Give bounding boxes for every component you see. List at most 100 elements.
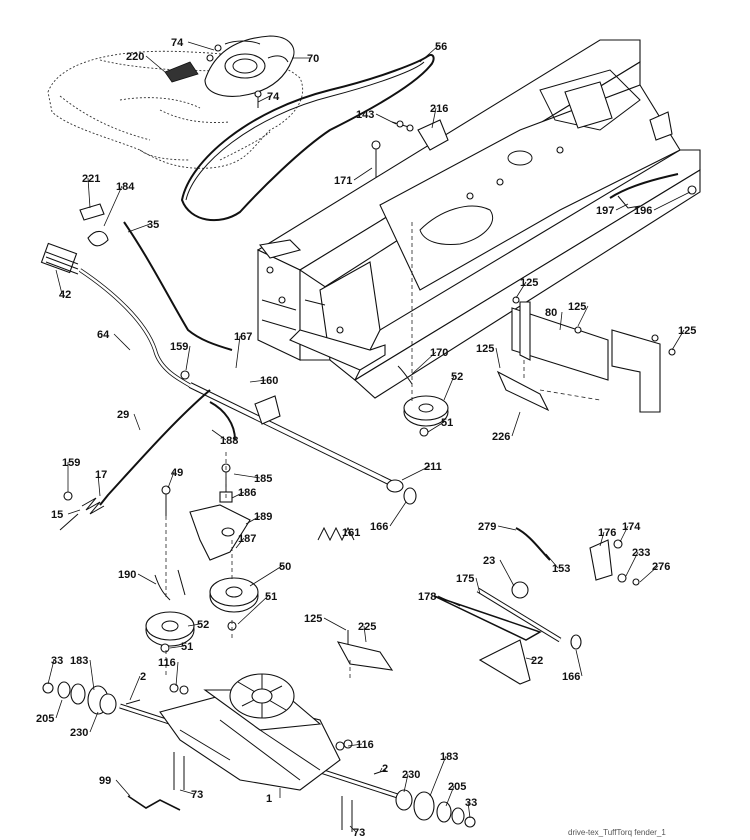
callout-leader-23 bbox=[499, 559, 515, 587]
callout-70: 70 bbox=[307, 53, 319, 65]
callout-276: 276 bbox=[652, 561, 670, 573]
callout-leader-184 bbox=[103, 185, 123, 227]
callout-leader-125 bbox=[515, 281, 527, 299]
callout-leader-33 bbox=[467, 801, 471, 819]
callout-153: 153 bbox=[552, 563, 570, 575]
callout-leader-125 bbox=[323, 617, 347, 631]
callout-leader-221 bbox=[87, 177, 91, 209]
callout-125: 125 bbox=[476, 343, 494, 355]
callout-225: 225 bbox=[358, 621, 376, 633]
tractor-frame bbox=[256, 39, 701, 399]
callout-leader-116 bbox=[175, 661, 179, 687]
callout-56: 56 bbox=[435, 41, 447, 53]
callout-leader-73 bbox=[179, 789, 195, 795]
washer-stack-left bbox=[42, 681, 141, 715]
callout-leader-185 bbox=[233, 473, 261, 479]
callout-leader-225 bbox=[363, 625, 367, 643]
callout-174: 174 bbox=[622, 521, 641, 533]
callout-leader-187 bbox=[235, 537, 245, 549]
callout-leader-125 bbox=[577, 305, 589, 327]
callout-51: 51 bbox=[181, 641, 193, 653]
callout-leader-64 bbox=[113, 333, 131, 351]
alignment-lines bbox=[165, 222, 601, 680]
callout-125: 125 bbox=[678, 325, 696, 337]
callout-leader-42 bbox=[55, 269, 63, 295]
callout-33: 33 bbox=[51, 655, 63, 667]
washer-stack-right bbox=[373, 769, 476, 828]
callout-leader-161 bbox=[347, 531, 351, 537]
callout-leader-159 bbox=[185, 345, 191, 371]
diagram-footer: drive-tex_TuffTorq fender_1 bbox=[568, 828, 666, 837]
callout-leader-189 bbox=[245, 515, 261, 525]
callout-leader-233 bbox=[625, 551, 639, 577]
callout-leader-51 bbox=[237, 595, 269, 625]
callout-42: 42 bbox=[59, 289, 71, 301]
callout-188: 188 bbox=[220, 435, 238, 447]
callout-196: 196 bbox=[634, 205, 652, 217]
callout-73: 73 bbox=[353, 827, 365, 839]
callout-186: 186 bbox=[238, 487, 256, 499]
callout-167: 167 bbox=[234, 331, 252, 343]
callout-leader-186 bbox=[231, 491, 245, 499]
pulley-52-upper bbox=[403, 395, 449, 427]
callout-leader-125 bbox=[671, 329, 685, 351]
callout-leader-183 bbox=[429, 755, 447, 797]
callout-leader-205 bbox=[445, 785, 455, 807]
callout-leader-175 bbox=[475, 577, 481, 595]
insert-220 bbox=[164, 61, 199, 83]
callout-leader-196 bbox=[653, 191, 691, 211]
callout-leader-153 bbox=[545, 553, 559, 569]
callout-184: 184 bbox=[116, 181, 135, 193]
callout-leader-29 bbox=[133, 413, 141, 431]
bolts-73 bbox=[173, 752, 185, 790]
callout-leader-35 bbox=[127, 223, 151, 233]
callout-190: 190 bbox=[118, 569, 136, 581]
callout-279: 279 bbox=[478, 521, 496, 533]
callout-176: 176 bbox=[598, 527, 616, 539]
fender-outline bbox=[47, 50, 304, 169]
callout-187: 187 bbox=[238, 533, 256, 545]
callout-leader-52 bbox=[187, 623, 201, 627]
callout-143: 143 bbox=[356, 109, 374, 121]
callout-33: 33 bbox=[465, 797, 477, 809]
part-184 bbox=[87, 230, 109, 247]
callout-leader-49 bbox=[167, 471, 175, 489]
callout-leader-166 bbox=[389, 501, 407, 527]
callout-leader-190 bbox=[137, 573, 157, 585]
transaxle-1 bbox=[119, 673, 411, 803]
callout-leader-197 bbox=[615, 203, 629, 211]
callout-230: 230 bbox=[70, 727, 88, 739]
plate-189 bbox=[189, 504, 251, 561]
callout-99: 99 bbox=[99, 775, 111, 787]
callout-leader-220 bbox=[145, 55, 166, 73]
callout-205: 205 bbox=[448, 781, 466, 793]
callout-185: 185 bbox=[254, 473, 272, 485]
callout-leader-2 bbox=[129, 675, 141, 701]
callout-leader-205 bbox=[55, 699, 63, 719]
drive-belt-56 bbox=[180, 54, 435, 222]
callout-leader-15 bbox=[67, 509, 81, 515]
callout-178: 178 bbox=[418, 591, 436, 603]
callout-23: 23 bbox=[483, 555, 495, 567]
callout-230: 230 bbox=[402, 769, 420, 781]
callout-leader-51 bbox=[169, 645, 185, 649]
callout-leader-99 bbox=[115, 779, 131, 797]
callout-leader-174 bbox=[619, 525, 629, 543]
callout-leader-17 bbox=[97, 473, 101, 497]
pulley-50 bbox=[209, 577, 259, 613]
callout-leader-211 bbox=[401, 465, 431, 481]
rod-99 bbox=[127, 795, 181, 811]
bracket-160 bbox=[254, 395, 281, 425]
washer-166 bbox=[403, 487, 417, 505]
callout-171: 171 bbox=[334, 175, 352, 187]
callout-189: 189 bbox=[254, 511, 272, 523]
pedal-assembly bbox=[433, 527, 640, 685]
callout-160: 160 bbox=[260, 375, 278, 387]
callout-leader-178 bbox=[437, 595, 461, 607]
callout-116: 116 bbox=[158, 657, 176, 669]
callout-221: 221 bbox=[82, 173, 100, 185]
callout-116: 116 bbox=[356, 739, 374, 751]
callout-35: 35 bbox=[147, 219, 159, 231]
callout-64: 64 bbox=[97, 329, 110, 341]
